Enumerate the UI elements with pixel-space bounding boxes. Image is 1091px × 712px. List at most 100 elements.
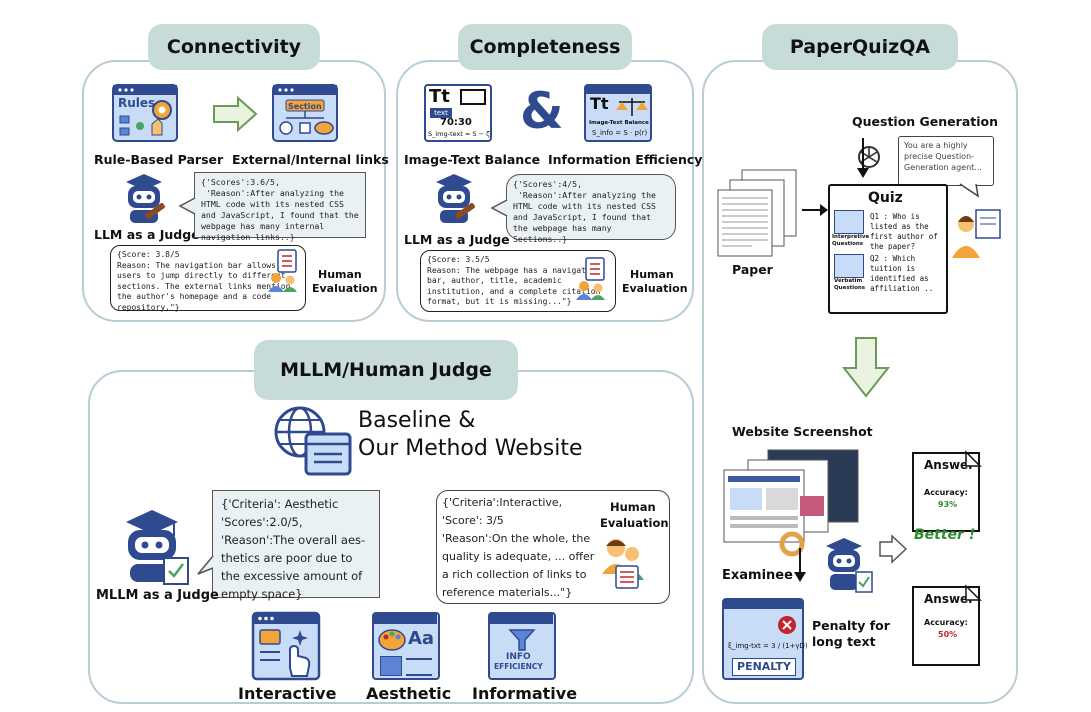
info-icon-text-2: EFFICIENCY xyxy=(494,662,543,671)
answer2-acc: 50% xyxy=(938,630,958,639)
human-label-1-c: Human xyxy=(630,268,674,281)
ampersand: & xyxy=(520,82,564,140)
aesthetic-bar xyxy=(374,614,437,624)
baseline-text-2: Our Method Website xyxy=(358,436,583,461)
openai-icon xyxy=(858,146,880,168)
mllm-robot-icon xyxy=(126,510,189,585)
mllm-title: MLLM/Human Judge xyxy=(254,340,518,400)
paperquiz-title: PaperQuizQA xyxy=(762,24,958,70)
llm-judge-bubble-2: {'Scores':4/5, 'Reason':After analyzing … xyxy=(506,174,676,244)
image-text-balance-icon: Tt text 70:30 S_img-text = S − ζ xyxy=(424,84,492,142)
information-efficiency-icon: Tt Image-Text Balance S_info = S · p(r) xyxy=(584,84,652,142)
examinee-arrow xyxy=(794,548,806,582)
informative-label: Informative xyxy=(472,684,578,703)
verbatim-label: Verbatim Questions xyxy=(834,278,866,291)
penalty-cross-icon xyxy=(778,616,796,634)
completeness-title: Completeness xyxy=(458,24,632,70)
interpretive-box xyxy=(834,210,864,234)
human-label-2: Evaluation xyxy=(312,282,378,295)
prompt-bubble-text: You are a highly precise Question-Genera… xyxy=(904,141,982,172)
question-gen-label: Question Generation xyxy=(852,114,999,129)
examinee-label: Examinee xyxy=(722,568,793,583)
aesthetic-icon: Aa xyxy=(372,612,440,680)
answer1-fold xyxy=(965,450,982,467)
tt-icon-text: Tt xyxy=(429,86,450,107)
checklist-icon-2 xyxy=(576,257,605,300)
efficiency-bar xyxy=(586,86,650,94)
rules-icon xyxy=(112,84,178,142)
scale-icon xyxy=(616,98,648,116)
connectivity-title: Connectivity xyxy=(148,24,320,70)
informative-bar xyxy=(490,614,553,624)
aa-text: Aa xyxy=(408,628,435,649)
screenshot-stack-icon xyxy=(723,449,859,557)
human-eval-bubble-2: {Score: 3.5/5 Reason: The webpage has a … xyxy=(420,250,616,312)
penalty-word: PENALTY xyxy=(732,658,796,676)
checklist-icon xyxy=(268,249,297,292)
balance-label: Image-Text Balance xyxy=(404,152,541,167)
penalty-label-1: Penalty for xyxy=(812,618,890,633)
answer2-acc-label: Accuracy: xyxy=(924,618,968,627)
human-label-1: Human xyxy=(318,268,362,281)
answer1-acc: 93% xyxy=(938,500,958,509)
aesthetic-grid xyxy=(380,656,402,676)
links-label: External/Internal links xyxy=(232,152,389,167)
mllm-human-label-2: Evaluation xyxy=(600,516,669,530)
arrow-right-icon xyxy=(213,95,258,133)
robot-examinee-icon xyxy=(826,538,873,593)
paper-label: Paper xyxy=(732,262,773,277)
bubble-tail-2 xyxy=(490,199,508,217)
q1-text: Q1 : Who is listed as the first author o… xyxy=(870,212,938,251)
mllm-judge-bubble: {'Criteria': Aesthetic 'Scores':2.0/5, '… xyxy=(212,490,380,601)
ratio-text: 70:30 xyxy=(440,117,472,128)
answer-arrow xyxy=(879,534,908,564)
mllm-human-bubble-text: {'Criteria':Interactive, 'Score': 3/5 'R… xyxy=(442,496,595,599)
bubble-tail xyxy=(178,197,196,215)
website-globe-icon xyxy=(274,406,352,476)
down-arrow-icon xyxy=(857,138,869,178)
aesthetic-label: Aesthetic xyxy=(366,684,452,703)
answer2-title: Answer xyxy=(924,592,975,606)
answer2-fold xyxy=(965,584,982,601)
aesthetic-lines xyxy=(406,658,432,676)
answer1-title: Answer xyxy=(924,458,975,472)
verbatim-box xyxy=(834,254,864,278)
image-glyph-icon xyxy=(460,89,486,105)
links-icon xyxy=(272,84,338,142)
teacher-icon xyxy=(952,209,1001,258)
info-icon-text-1: INFO xyxy=(506,652,531,662)
paper-to-quiz-arrow xyxy=(802,204,828,216)
penalty-label-2: long text xyxy=(812,634,876,649)
palette-icon xyxy=(378,629,406,651)
section-icon-text: Section xyxy=(288,102,322,111)
better-text: Better ! xyxy=(914,527,976,543)
balance-formula: S_info = S · p(r) xyxy=(592,129,648,137)
llm-judge-label: LLM as a Judge xyxy=(94,227,200,242)
big-down-arrow-icon xyxy=(841,337,891,398)
quiz-title: Quiz xyxy=(868,190,903,206)
efficiency-label: Information Efficiency xyxy=(548,152,703,167)
robot-judge-icon xyxy=(126,174,165,223)
interactive-label: Interactive xyxy=(238,684,337,703)
human-evaluators-icon xyxy=(602,539,644,589)
text-tag: text xyxy=(430,108,452,118)
interactive-icon xyxy=(251,611,321,681)
llm-judge-label-2: LLM as a Judge xyxy=(404,232,510,247)
paper-stack-icon xyxy=(717,169,797,257)
tt-icon-text-2: Tt xyxy=(590,94,609,113)
mllm-bubble-tail xyxy=(197,555,214,575)
mllm-human-label-1: Human xyxy=(610,500,656,514)
interpretive-label: Interpretive Questions xyxy=(832,234,870,247)
human-label-2-c: Evaluation xyxy=(622,282,688,295)
penalty-formula: ξ_img-txt = 3 / (1+γD) xyxy=(728,642,808,650)
robot-judge-icon-2 xyxy=(436,174,475,223)
funnel-icon xyxy=(508,629,536,651)
informative-icon: INFO EFFICIENCY xyxy=(488,612,556,680)
llm-judge-bubble: {'Scores':3.6/5, 'Reason':After analyzin… xyxy=(194,172,366,242)
baseline-text-1: Baseline & xyxy=(358,408,476,433)
formula-text: S_img-text = S − ζ xyxy=(428,130,490,138)
prompt-bubble: You are a highly precise Question-Genera… xyxy=(898,136,994,186)
answer1-acc-label: Accuracy: xyxy=(924,488,968,497)
human-eval-bubble: {Score: 3.8/5 Reason: The navigation bar… xyxy=(110,245,306,312)
website-screenshot-label: Website Screenshot xyxy=(732,424,873,439)
